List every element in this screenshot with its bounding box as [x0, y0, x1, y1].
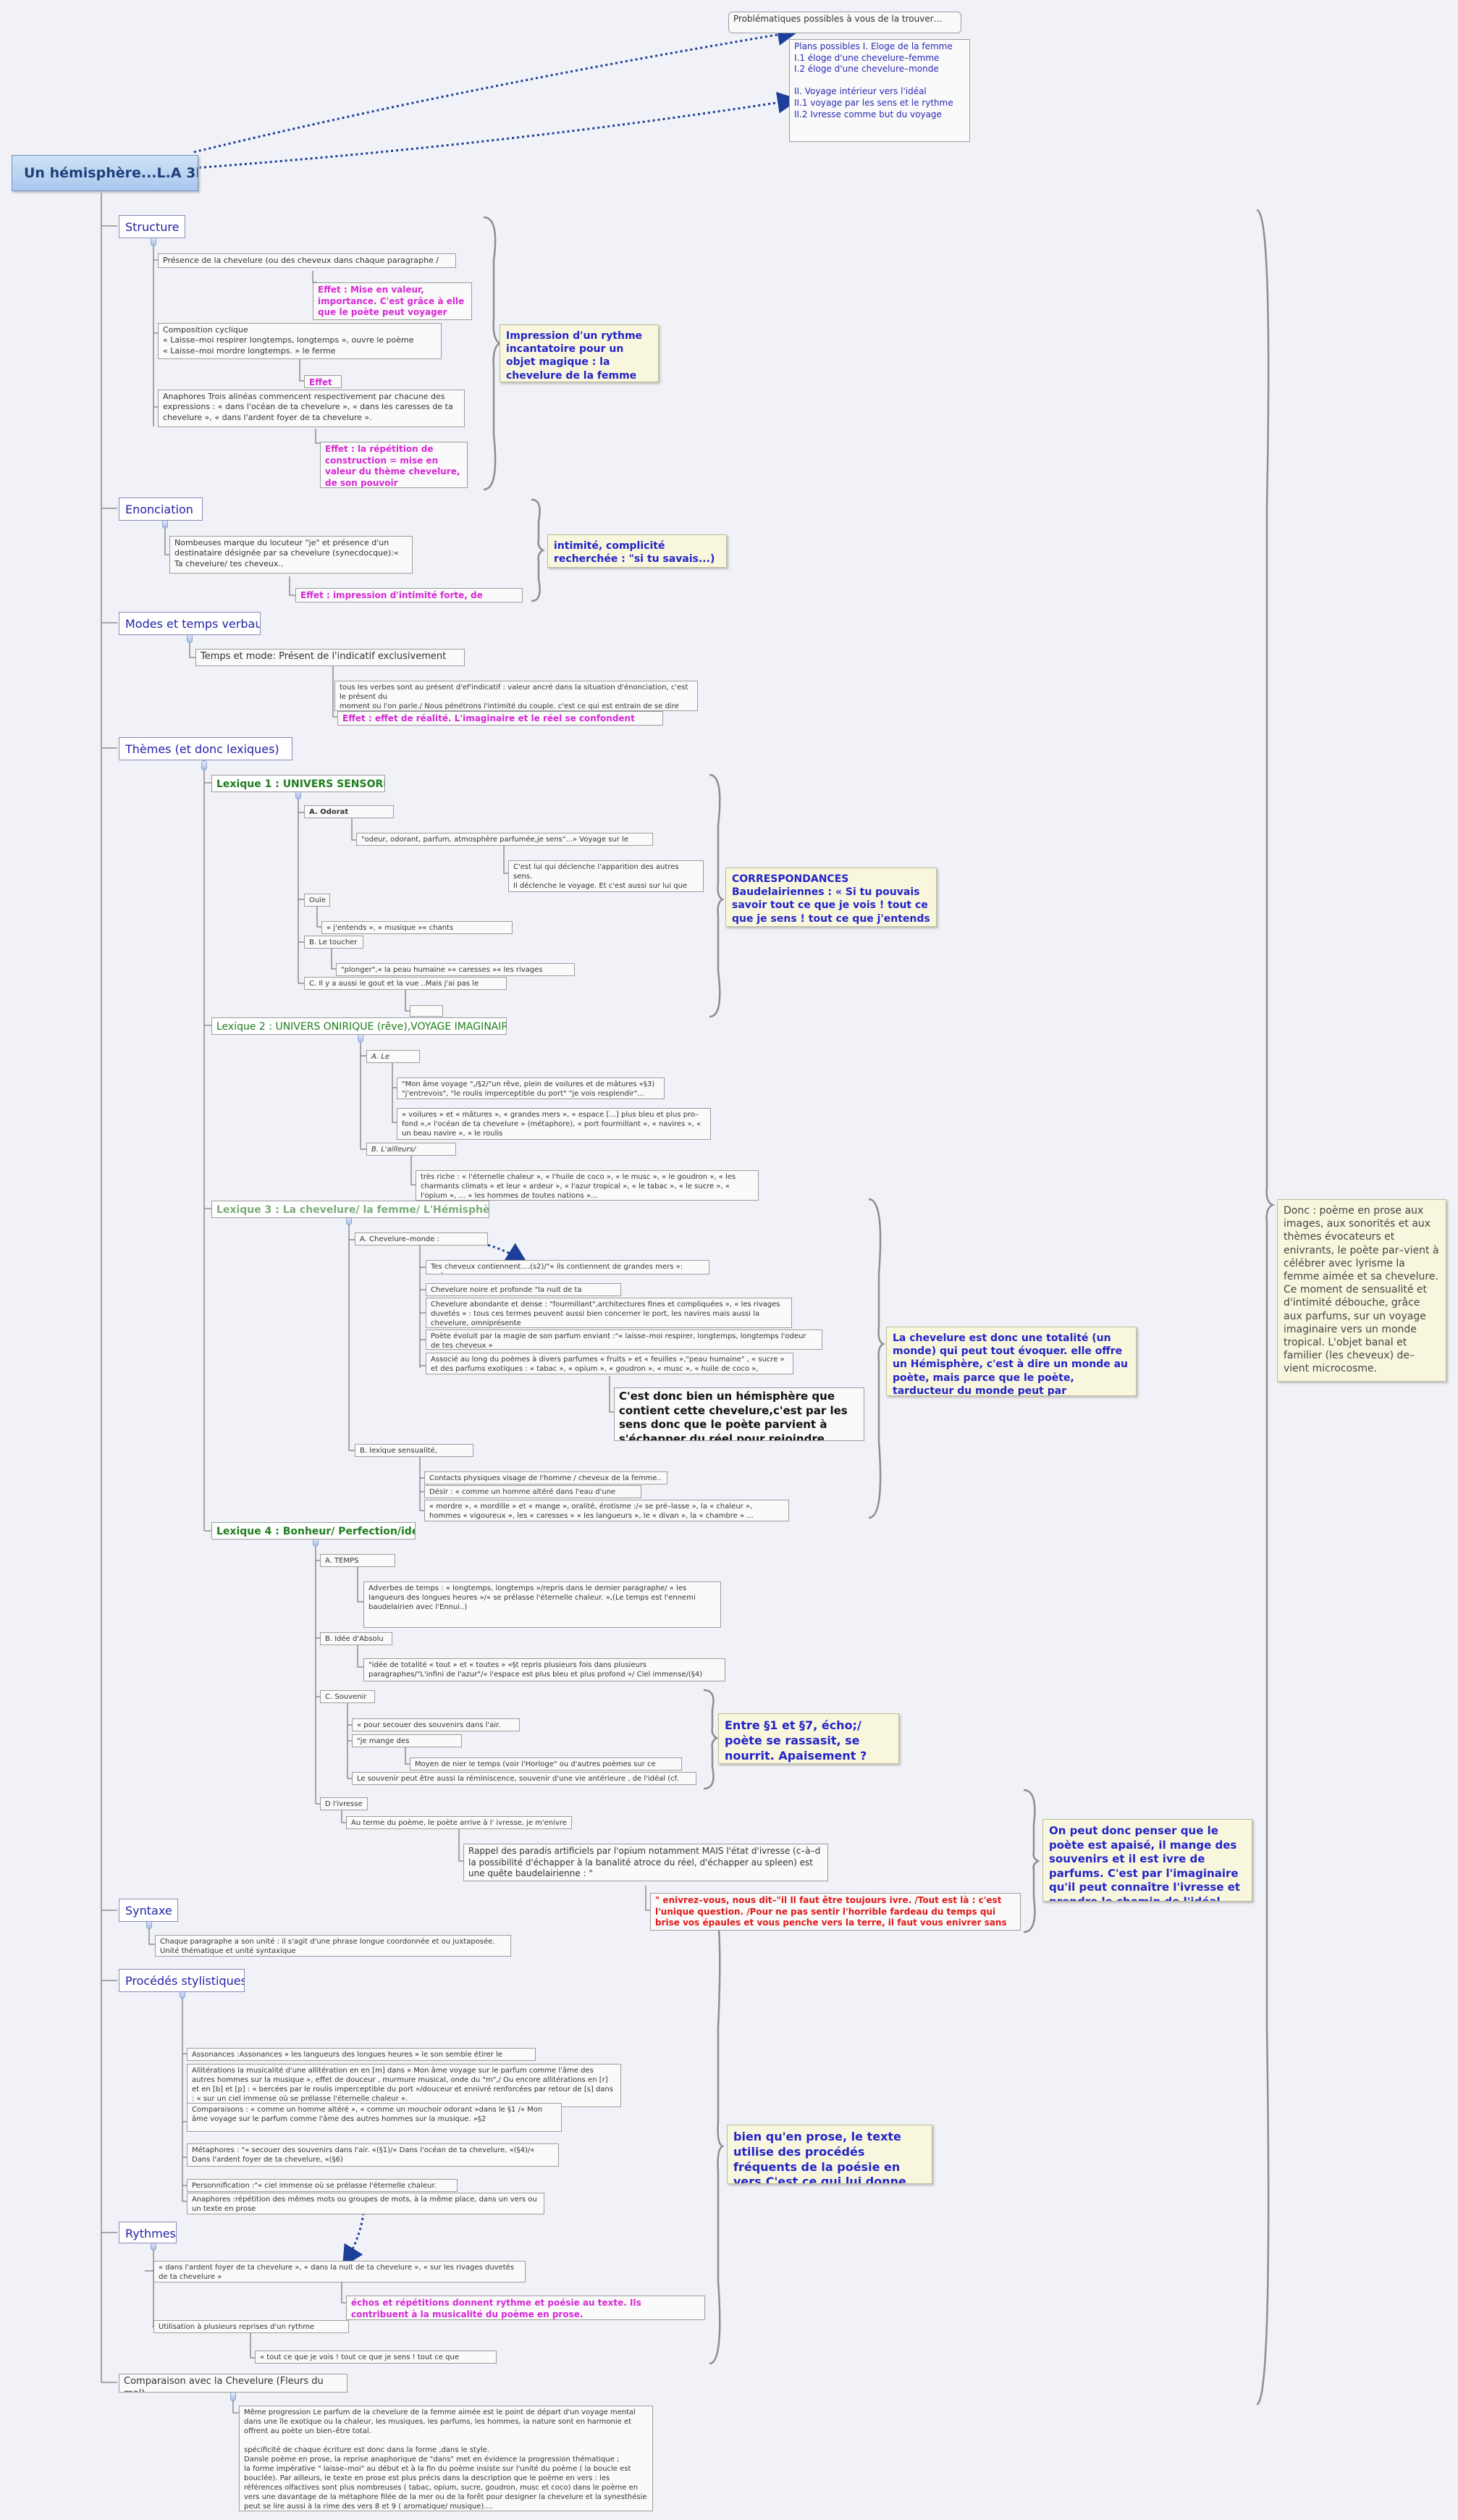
syntaxe-item[interactable]: Chaque paragraphe a son unité : il s'agi…: [155, 1935, 511, 1957]
lexique-2-topic[interactable]: Lexique 2 : UNIVERS ONIRIQUE (rêve),VOYA…: [211, 1017, 507, 1035]
procedes-metaphores[interactable]: Métaphores : "« secouer des souvenirs da…: [187, 2143, 559, 2167]
lex2-ailleurs[interactable]: B. L'ailleurs/ l'exotisme: [366, 1143, 456, 1156]
lex3-contacts[interactable]: Contacts physiques visage de l'homme / c…: [424, 1471, 667, 1484]
structure-effet-2[interactable]: Effet :: [304, 375, 342, 388]
structure-topic[interactable]: Structure: [119, 215, 185, 238]
lex1-ouie-words[interactable]: « j'entends », « musique »« chants mélan…: [321, 921, 513, 934]
modes-detail[interactable]: tous les verbes sont au présent d'ef'ind…: [334, 681, 698, 711]
lex4-temps[interactable]: A. TEMPS (Lenteur): [320, 1554, 395, 1567]
root-topic[interactable]: Un hémisphère...L.A 3b: [12, 155, 198, 191]
lex1-odorat-correspondances[interactable]: C'est lui qui déclenche l'apparition des…: [508, 860, 704, 892]
procedes-topic[interactable]: Procédés stylistiques: [119, 1969, 245, 1992]
lex4-ivresse-paradis[interactable]: Rappel des paradis artificiels par l'opi…: [463, 1844, 828, 1881]
lex4-absolu-totalite[interactable]: "idée de totalité « tout » et « toutes »…: [363, 1658, 725, 1681]
procedes-comparaisons[interactable]: Comparaisons : « comme un homme altéré »…: [187, 2103, 562, 2132]
rythmes-topic[interactable]: Rythmes: [119, 2222, 177, 2243]
lex3-callout[interactable]: La chevelure est donc une totalité (un m…: [886, 1327, 1137, 1396]
lex4-ivresse-callout[interactable]: On peut donc penser que le poète est apa…: [1042, 1819, 1252, 1902]
lex4-souvenir-callout[interactable]: Entre §1 et §7, écho;/ poète se rassasit…: [718, 1713, 899, 1764]
lex3-conclusion[interactable]: C'est donc bien un hémisphère que contie…: [614, 1387, 864, 1441]
procedes-callout[interactable]: bien qu'en prose, le texte utilise des p…: [727, 2125, 932, 2184]
lex1-gout-vue[interactable]: C. Il y a aussi le gout et la vue ..Mais…: [304, 977, 507, 990]
modes-item[interactable]: Temps et mode: Présent de l'indicatif ex…: [195, 649, 465, 666]
lex1-odorat-words[interactable]: "odeur, odorant, parfum, atmosphère parf…: [356, 833, 653, 846]
lex1-callout[interactable]: CORRESPONDANCES Baudelairiennes : « Si t…: [725, 868, 937, 927]
lex3-contiennent[interactable]: Tes cheveux contiennent....(s2)/"« ils c…: [426, 1260, 709, 1274]
comparaison-item[interactable]: Même progression Le parfum de la chevelu…: [239, 2406, 653, 2511]
lexique-3-topic[interactable]: Lexique 3 : La chevelure/ la femme/ L'Hé…: [211, 1201, 489, 1218]
lex3-parfumes[interactable]: Associé au long du poèmes à divers parfu…: [426, 1353, 793, 1374]
structure-item-composition[interactable]: Composition cyclique « Laisse–moi respir…: [158, 323, 442, 359]
modes-topic[interactable]: Modes et temps verbaux: [119, 612, 261, 635]
procedes-alliterations[interactable]: Allitérations la musicalité d'une allité…: [187, 2064, 621, 2107]
lex1-toucher-words[interactable]: "plonger",« la peau humaine »« caresses …: [336, 963, 575, 976]
lex4-ivresse-terme[interactable]: Au terme du poème, le poète arrive à l' …: [346, 1816, 572, 1829]
lex4-souvenir-3[interactable]: Moyen de nier le temps (voir l'Horloge" …: [410, 1757, 682, 1771]
structure-effet-3[interactable]: Effet : la répétition de construction = …: [320, 442, 468, 488]
enonciation-effet[interactable]: Effet : impression d'intimité forte, de …: [295, 588, 523, 602]
lex2-ailleurs-words[interactable]: très riche : « l'éternelle chaleur », « …: [416, 1170, 759, 1201]
rythmes-item-2a[interactable]: « tout ce que je vois ! tout ce que je s…: [255, 2351, 497, 2364]
lex4-ivresse[interactable]: D l'ivresse: [320, 1797, 368, 1810]
plans-node[interactable]: Plans possibles I. Eloge de la femme I.1…: [789, 39, 970, 142]
lex2-voyage[interactable]: A. Le voyage: [366, 1050, 420, 1063]
lex4-temps-adverbes[interactable]: Adverbes de temps : « longtemps, longtem…: [363, 1582, 721, 1628]
modes-effet[interactable]: Effet : effet de réalité. L'imaginaire e…: [337, 711, 663, 726]
enonciation-callout[interactable]: intimité, complicité recherchée : "si tu…: [547, 534, 727, 568]
lex1-ouie[interactable]: Ouïe: [304, 894, 330, 907]
lex2-voyage-words-2[interactable]: « voilures » et « mâtures », « grandes m…: [397, 1108, 711, 1140]
enonciation-topic[interactable]: Enonciation: [119, 497, 203, 521]
lex1-odorat[interactable]: A. Odorat (dominant): [304, 805, 394, 818]
procedes-personnification[interactable]: Personnification :"« ciel immense où se …: [187, 2179, 458, 2192]
lex4-souvenir-2[interactable]: "je mange des souvenirs"/(§7): [352, 1734, 462, 1747]
structure-item-anaphores[interactable]: Anaphores Trois alinéas commencent respe…: [158, 390, 465, 427]
structure-callout[interactable]: Impression d'un rythme incantatoire pour…: [500, 324, 659, 382]
collapse-handle[interactable]: [230, 2391, 236, 2401]
enonciation-item[interactable]: Nombeuses marque du locuteur "je" et pré…: [169, 536, 413, 574]
lexique-1-topic[interactable]: Lexique 1 : UNIVERS SENSORIEL: [211, 775, 385, 792]
lex1-toucher[interactable]: B. Le toucher :: [304, 936, 363, 949]
rythmes-item-1[interactable]: « dans l'ardent foyer de ta chevelure »,…: [153, 2261, 526, 2282]
donc-conclusion-callout[interactable]: Donc : poème en prose aux images, aux so…: [1277, 1199, 1446, 1382]
lex3-abondante[interactable]: Chevelure abondante et dense : "fourmill…: [426, 1298, 792, 1328]
structure-item-presence[interactable]: Présence de la chevelure (ou des cheveux…: [158, 253, 456, 268]
rythmes-item-2[interactable]: Utilisation à plusieurs reprises d'un ry…: [153, 2320, 349, 2333]
rythmes-effet[interactable]: échos et répétitions donnent rythme et p…: [346, 2296, 705, 2320]
syntaxe-topic[interactable]: Syntaxe: [119, 1899, 178, 1922]
lex3-parfum[interactable]: Poète évoluit par la magie de son parfum…: [426, 1330, 822, 1350]
themes-topic[interactable]: Thèmes (et donc lexiques): [119, 737, 292, 760]
lex3-sensualite[interactable]: B. lexique sensualité, érotisme: [355, 1444, 473, 1457]
procedes-anaphores[interactable]: Anaphores :répétition des mêmes mots ou …: [187, 2193, 544, 2214]
lex3-noire[interactable]: Chevelure noire et profonde "la nuit de …: [426, 1283, 621, 1296]
lex2-voyage-words-1[interactable]: "Mon âme voyage ",/§2/"un rêve, plein de…: [397, 1078, 665, 1099]
lex1-empty-node[interactable]: [410, 1005, 443, 1017]
lex4-ivresse-citation[interactable]: " enivrez–vous, nous dit–"il Il faut êtr…: [650, 1893, 1021, 1931]
lex4-souvenir-4[interactable]: Le souvenir peut être aussi la réminisce…: [352, 1772, 696, 1785]
lexique-4-topic[interactable]: Lexique 4 : Bonheur/ Perfection/idéal: [211, 1522, 416, 1540]
problematiques-node[interactable]: Problématiques possibles à vous de la tr…: [728, 12, 961, 33]
structure-effet-1[interactable]: Effet : Mise en valeur, importance. C'es…: [313, 282, 472, 320]
lex3-desir[interactable]: Désir : « comme un homme altéré dans l'e…: [424, 1485, 641, 1498]
lex4-souvenir-1[interactable]: « pour secouer des souvenirs dans l'air.…: [352, 1718, 520, 1731]
comparaison-topic[interactable]: Comparaison avec la Chevelure (Fleurs du…: [119, 2374, 347, 2393]
lex4-absolu[interactable]: B. Idée d'Absolu: [320, 1632, 392, 1645]
lex3-chevelure-monde[interactable]: A. Chevelure–monde : hémisphère: [355, 1232, 488, 1246]
collapse-handle[interactable]: [201, 760, 207, 770]
lex4-souvenir[interactable]: C. Souvenir: [320, 1690, 375, 1703]
procedes-assonances[interactable]: Assonances :Assonances « les langueurs d…: [187, 2048, 536, 2061]
lex3-mordre[interactable]: « mordre », « mordille » et « mange », o…: [424, 1500, 789, 1521]
